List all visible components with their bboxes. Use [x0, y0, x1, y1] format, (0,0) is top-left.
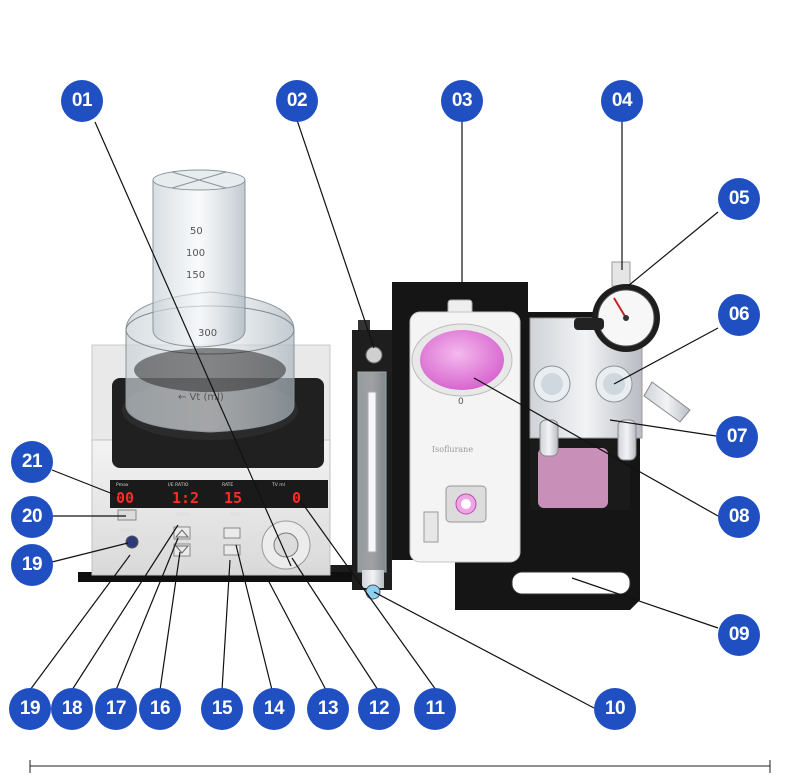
callout-10: 10: [594, 688, 636, 730]
rate-set-button: [223, 544, 241, 556]
callout-13: 13: [307, 688, 349, 730]
callout-12: 12: [358, 688, 400, 730]
callout-19-side: 19: [11, 544, 53, 586]
pmax-readout: 00: [116, 489, 134, 507]
callout-18: 18: [51, 688, 93, 730]
concentration-dial: [420, 330, 504, 390]
callout-02: 02: [276, 80, 318, 122]
callout-16: 16: [139, 688, 181, 730]
svg-text:TV ml: TV ml: [271, 482, 285, 488]
callout-20: 20: [11, 496, 53, 538]
callout-19-bottom: 19: [9, 688, 51, 730]
svg-text:0: 0: [458, 397, 464, 407]
callout-14: 14: [253, 688, 295, 730]
ratio-down-button: [173, 543, 191, 557]
callout-15: 15: [201, 688, 243, 730]
svg-text:150: 150: [186, 270, 205, 281]
base-plate-front: [78, 572, 388, 582]
svg-text:I/E RATIO: I/E RATIO: [168, 482, 189, 488]
svg-text:RATE: RATE: [230, 512, 241, 518]
callout-06: 06: [718, 294, 760, 336]
ventilator-unit: 50 100 150 300 ← Vt (ml) Pmax I/E RATIO …: [91, 169, 331, 576]
absorber-manifold: [529, 261, 691, 510]
callout-07: 07: [716, 416, 758, 458]
callout-09: 09: [718, 614, 760, 656]
svg-text:50: 50: [190, 226, 203, 237]
callout-04: 04: [601, 80, 643, 122]
rate-button: [223, 527, 241, 539]
pip-button: [117, 509, 137, 521]
callout-05: 05: [718, 178, 760, 220]
callout-21: 21: [11, 441, 53, 483]
svg-text:RATE: RATE: [222, 482, 233, 488]
svg-text:POWER: POWER: [120, 528, 137, 534]
ratio-up-button: [173, 526, 191, 540]
power-switch: [125, 535, 139, 549]
display-panel: [110, 480, 328, 508]
callout-11: 11: [414, 688, 456, 730]
rate-readout: 15: [224, 489, 242, 507]
svg-text:RATIO: RATIO: [176, 512, 190, 518]
tv-knob: [273, 532, 299, 558]
ie-ratio-readout: 1:2: [172, 489, 199, 507]
vaporizer: 0 Isoflurane: [409, 299, 521, 563]
callout-17: 17: [95, 688, 137, 730]
callout-03: 03: [441, 80, 483, 122]
svg-text:← Vt (ml): ← Vt (ml): [178, 392, 224, 403]
tv-readout: 0: [292, 489, 301, 507]
svg-text:Pmax: Pmax: [116, 482, 129, 488]
svg-text:100: 100: [186, 248, 205, 259]
callout-01: 01: [61, 80, 103, 122]
flowmeter: [352, 320, 392, 600]
leader-lines: [29, 119, 719, 709]
svg-text:Isoflurane: Isoflurane: [432, 445, 473, 454]
svg-text:300: 300: [198, 328, 217, 339]
callout-08: 08: [718, 496, 760, 538]
